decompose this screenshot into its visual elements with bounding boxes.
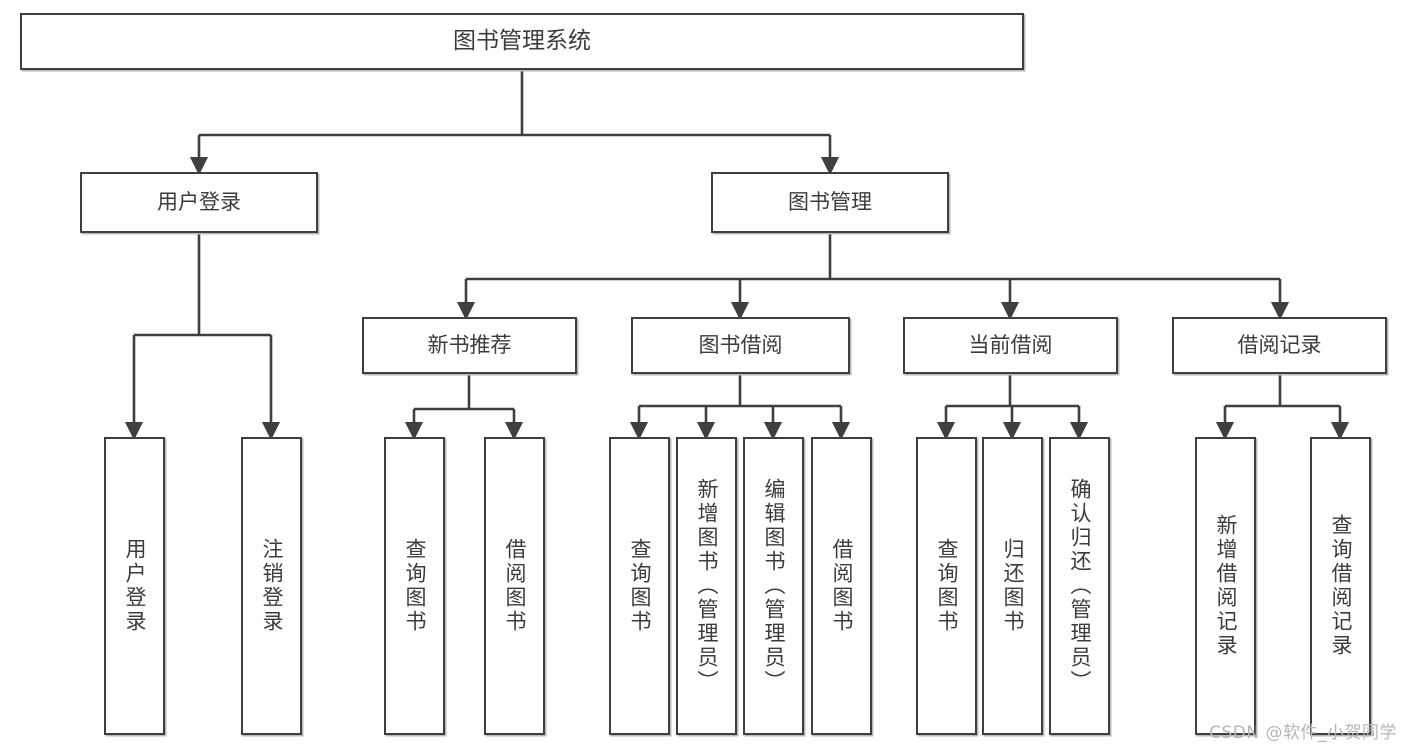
leaf-current-borrow-return-book[interactable]: 归还图书 [982,437,1043,735]
node-borrow-record[interactable]: 借阅记录 [1172,317,1387,374]
node-label: 查询借阅记录 [1329,514,1353,658]
node-book-management[interactable]: 图书管理 [711,172,949,233]
leaf-new-book-query-book[interactable]: 查询图书 [384,437,445,735]
leaf-current-borrow-confirm-return-admin[interactable]: 确认归还（管理员） [1049,437,1110,735]
node-label: 新增图书（管理员） [695,478,719,694]
leaf-user-login-login[interactable]: 用户登录 [104,437,165,735]
node-root-system[interactable]: 图书管理系统 [20,13,1024,70]
node-label: 查询图书 [628,538,652,634]
leaf-book-borrow-borrow-book[interactable]: 借阅图书 [811,437,872,735]
node-label: 新增借阅记录 [1214,514,1238,658]
watermark-text: CSDN @软件_小贺同学 [1209,723,1397,743]
node-label: 新书推荐 [427,333,512,358]
node-label: 当前借阅 [968,333,1053,358]
node-book-borrow[interactable]: 图书借阅 [631,317,850,374]
node-label: 借阅记录 [1237,333,1322,358]
node-label: 查询图书 [403,538,427,634]
leaf-book-borrow-query-book[interactable]: 查询图书 [609,437,670,735]
leaf-new-book-borrow-book[interactable]: 借阅图书 [484,437,545,735]
leaf-borrow-record-add-record[interactable]: 新增借阅记录 [1195,437,1256,735]
node-label: 注销登录 [260,538,284,634]
node-label: 图书管理系统 [453,27,591,54]
node-label: 查询图书 [935,538,959,634]
leaf-borrow-record-query-record[interactable]: 查询借阅记录 [1310,437,1371,735]
leaf-user-login-logout[interactable]: 注销登录 [241,437,302,735]
node-label: 编辑图书（管理员） [762,478,786,694]
node-label: 图书管理 [788,190,872,215]
leaf-current-borrow-query-book[interactable]: 查询图书 [916,437,977,735]
node-label: 图书借阅 [698,333,783,358]
node-current-borrow[interactable]: 当前借阅 [903,317,1118,374]
node-user-login[interactable]: 用户登录 [80,172,318,233]
leaf-book-borrow-add-book-admin[interactable]: 新增图书（管理员） [676,437,737,735]
node-new-book-recommend[interactable]: 新书推荐 [362,317,577,374]
node-label: 归还图书 [1001,538,1025,634]
leaf-book-borrow-edit-book-admin[interactable]: 编辑图书（管理员） [743,437,804,735]
node-label: 借阅图书 [830,538,854,634]
node-label: 用户登录 [123,538,147,634]
node-label: 用户登录 [157,190,241,215]
node-label: 确认归还（管理员） [1068,478,1092,694]
node-label: 借阅图书 [503,538,527,634]
